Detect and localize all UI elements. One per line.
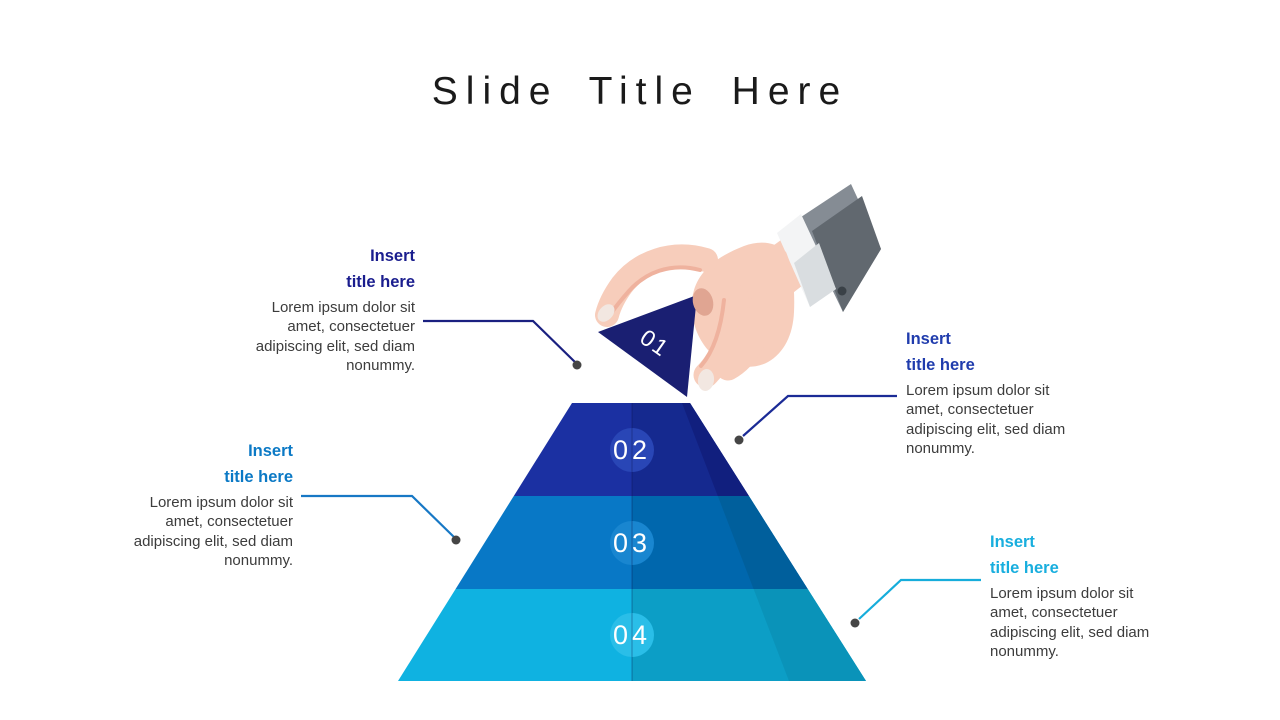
pyramid-level-03-edge-band — [717, 496, 808, 589]
shirt-cuff-shadow — [794, 243, 836, 307]
connector-middle-left — [301, 494, 461, 545]
callout-title-line: Insert — [248, 442, 293, 460]
pyramid-level-04-tab — [610, 613, 654, 657]
callout-title-line: title here — [224, 468, 293, 486]
callout-body-line: nonummy. — [346, 356, 415, 374]
hand-illustration-fingers — [595, 244, 775, 391]
connector-line — [742, 394, 897, 437]
connector-dot — [850, 618, 860, 628]
apex-triangle — [598, 295, 697, 397]
thumb-crease — [608, 265, 702, 317]
callout-body-line: adipiscing elit, sed diam — [133, 532, 293, 550]
callout-body-line: adipiscing elit, sed diam — [990, 623, 1150, 641]
slide-title[interactable]: Slide Title Here — [431, 70, 849, 114]
callout-top-right[interactable]: Insert title here Lorem ipsum dolor sit … — [906, 326, 1116, 458]
connector-line — [423, 319, 578, 365]
callout-title-line: Insert — [906, 330, 951, 348]
pyramid-level-02[interactable]: 02 — [513, 403, 749, 496]
connector-top-left — [423, 319, 582, 370]
callout-body-line: adipiscing elit, sed diam — [906, 420, 1066, 438]
callout-bottom-right[interactable]: Insert title here Lorem ipsum dolor sit … — [990, 529, 1200, 661]
connector-dot — [734, 435, 744, 445]
pyramid-level-04-edge-band — [753, 589, 866, 681]
callout-body-line: adipiscing elit, sed diam — [255, 337, 415, 355]
connector-dot — [572, 360, 582, 370]
pyramid-level-02-tab — [610, 428, 654, 472]
callout-top-left[interactable]: Insert title here Lorem ipsum dolor sit … — [210, 243, 415, 375]
callout-title-line: title here — [990, 559, 1059, 577]
index-finger-crease — [699, 298, 726, 368]
callout-body-line: amet, consectetuer — [990, 604, 1118, 622]
pyramid-level-03-tab — [610, 521, 654, 565]
callout-body-line: amet, consectetuer — [165, 513, 293, 531]
index-finger — [693, 284, 749, 388]
callout-body-line: amet, consectetuer — [287, 318, 415, 336]
connector-dot — [451, 535, 461, 545]
middle-finger — [715, 292, 775, 381]
sleeve-dark — [812, 196, 881, 312]
index-finger-nail — [697, 369, 715, 391]
connector-line — [858, 578, 981, 620]
pyramid-level-02-edge-band — [682, 403, 749, 496]
callout-body-line: nonummy. — [906, 439, 975, 457]
pyramid-level-03-number: 03 — [613, 528, 651, 558]
finger-gap-shadow — [692, 288, 714, 316]
pyramid-level-04[interactable]: 04 — [398, 589, 866, 681]
callout-title-line: title here — [346, 273, 415, 291]
thumb-nail — [597, 304, 615, 322]
callout-body-line: nonummy. — [990, 642, 1059, 660]
pyramid-level-02-number: 02 — [613, 435, 651, 465]
callout-middle-left[interactable]: Insert title here Lorem ipsum dolor sit … — [88, 438, 293, 570]
pyramid-level-04-number: 04 — [613, 620, 651, 650]
sleeve-button — [837, 286, 847, 296]
connector-bottom-right — [850, 578, 981, 628]
callout-title-line: Insert — [370, 247, 415, 265]
callout-title-line: title here — [906, 356, 975, 374]
pyramid-apex-piece[interactable]: 01 — [598, 295, 697, 397]
callout-body-line: nonummy. — [224, 551, 293, 569]
callout-body-line: Lorem ipsum dolor sit — [906, 382, 1050, 399]
callout-body-line: Lorem ipsum dolor sit — [149, 494, 293, 511]
callout-body-line: Lorem ipsum dolor sit — [990, 585, 1134, 602]
pyramid-level-03[interactable]: 03 — [455, 496, 808, 589]
callout-body-line: amet, consectetuer — [906, 401, 1034, 419]
connector-top-right — [734, 394, 897, 445]
callout-title-line: Insert — [990, 533, 1035, 551]
callout-body-line: Lorem ipsum dolor sit — [271, 299, 415, 316]
connector-line — [301, 494, 457, 540]
